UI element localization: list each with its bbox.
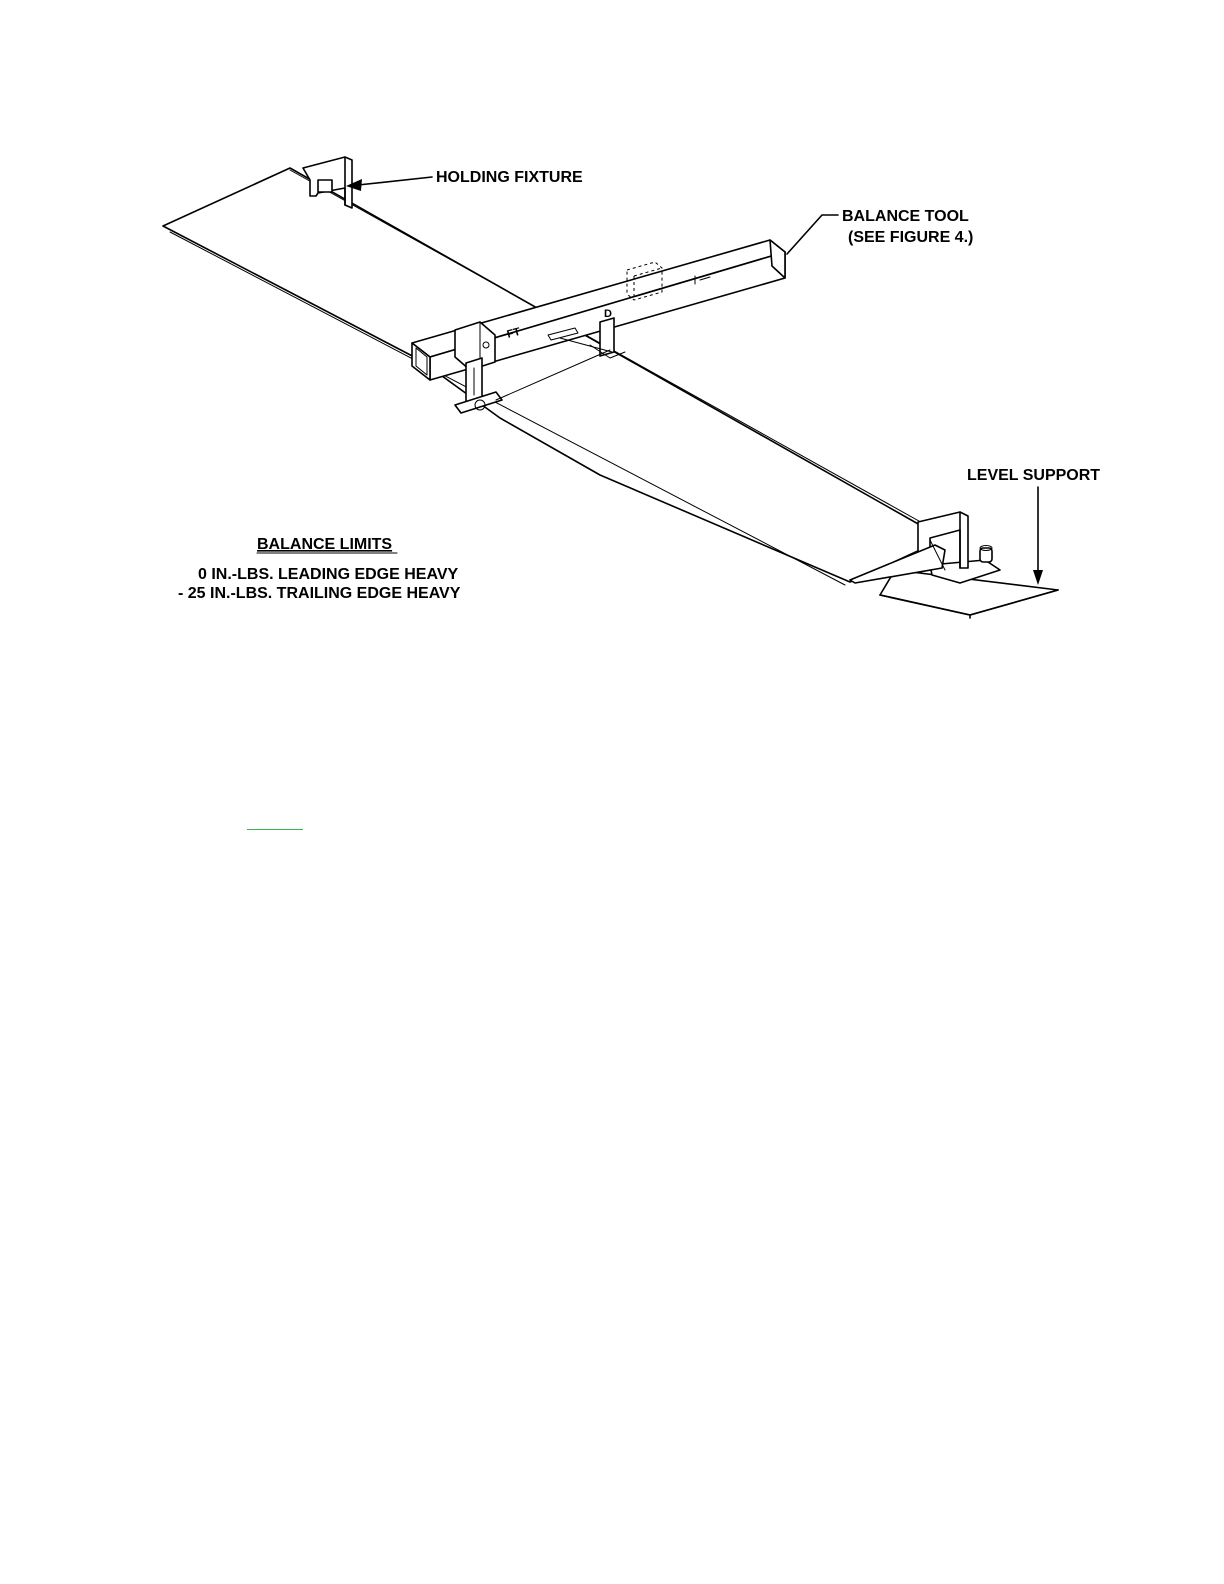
level-support-label: LEVEL SUPPORT [967, 467, 1100, 484]
balance-tool-label: BALANCE TOOL [842, 208, 969, 225]
green-link-underline[interactable] [247, 817, 303, 830]
balance-tool-see-figure: (SEE FIGURE 4.) [848, 229, 973, 246]
balance-limits-line1: 0 IN.-LBS. LEADING EDGE HEAVY [198, 566, 459, 583]
balance-limits-heading: BALANCE LIMITS [257, 536, 392, 553]
holding-fixture-label: HOLDING FIXTURE [436, 169, 583, 186]
balance-limits-line2: - 25 IN.-LBS. TRAILING EDGE HEAVY [178, 585, 461, 602]
